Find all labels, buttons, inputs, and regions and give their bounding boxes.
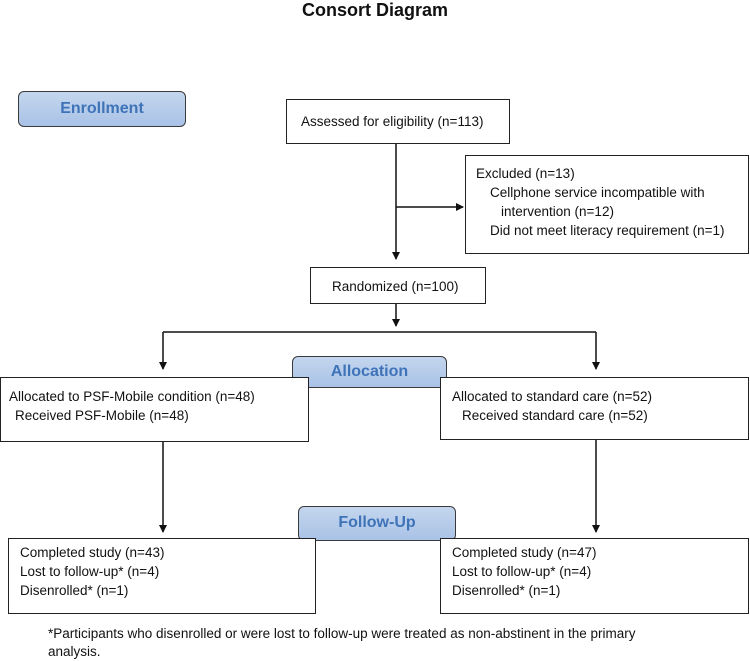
excluded-reason-cellphone: Cellphone service incompatible with: [490, 185, 705, 200]
followup-left-disenrolled: Disenrolled* (n=1): [20, 583, 129, 598]
followup-right-disenrolled: Disenrolled* (n=1): [452, 583, 561, 598]
allocation-right-allocated: Allocated to standard care (n=52): [452, 389, 652, 404]
randomized-text: Randomized (n=100): [332, 279, 459, 294]
followup-right-box: Completed study (n=47) Lost to follow-up…: [440, 538, 749, 614]
footnote-line-1: *Participants who disenrolled or were lo…: [48, 626, 636, 641]
randomized-box: Randomized (n=100): [310, 267, 486, 304]
allocation-left-allocated: Allocated to PSF-Mobile condition (n=48): [9, 389, 255, 404]
stage-allocation: Allocation: [292, 356, 447, 388]
excluded-heading: Excluded (n=13): [476, 166, 575, 181]
assessed-box: Assessed for eligibility (n=113): [286, 99, 510, 144]
allocation-left-received: Received PSF-Mobile (n=48): [15, 408, 189, 423]
excluded-box: Excluded (n=13) Cellphone service incomp…: [465, 155, 749, 254]
followup-left-box: Completed study (n=43) Lost to follow-up…: [8, 538, 316, 614]
excluded-reason-literacy: Did not meet literacy requirement (n=1): [490, 223, 725, 238]
allocation-left-box: Allocated to PSF-Mobile condition (n=48)…: [0, 377, 309, 442]
allocation-right-box: Allocated to standard care (n=52) Receiv…: [440, 377, 749, 440]
followup-left-completed: Completed study (n=43): [20, 545, 165, 560]
stage-follow-up: Follow-Up: [298, 506, 456, 541]
assessed-text: Assessed for eligibility (n=113): [301, 114, 484, 129]
stage-enrollment: Enrollment: [18, 91, 186, 127]
diagram-title: Consort Diagram: [301, 0, 449, 20]
followup-left-lost: Lost to follow-up* (n=4): [20, 564, 160, 579]
footnote-line-2: analysis.: [48, 644, 101, 659]
allocation-right-received: Received standard care (n=52): [462, 408, 648, 423]
followup-right-lost: Lost to follow-up* (n=4): [452, 564, 592, 579]
followup-right-completed: Completed study (n=47): [452, 545, 597, 560]
footnote: *Participants who disenrolled or were lo…: [48, 625, 708, 661]
excluded-reason-cellphone-cont: intervention (n=12): [501, 204, 614, 219]
